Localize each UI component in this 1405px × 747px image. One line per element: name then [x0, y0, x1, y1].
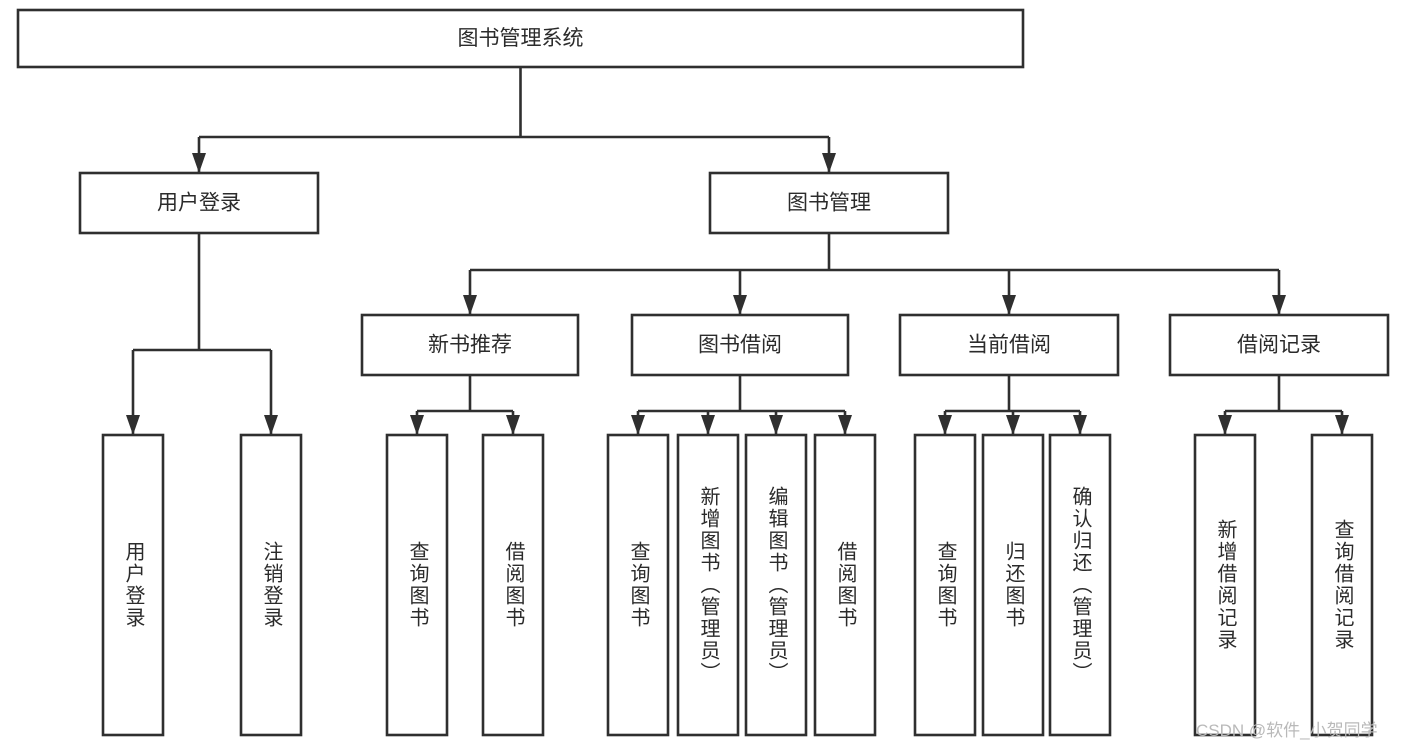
- node-root-label: 图书管理系统: [458, 27, 584, 50]
- arrowhead-user-login-to-leaf-user-login: [126, 415, 140, 435]
- node-new-book-rec[interactable]: [360, 313, 580, 377]
- arrowhead-book-manage-to-borrow-records: [1272, 295, 1286, 315]
- node-leaf-confirm-return[interactable]: [1048, 433, 1112, 737]
- node-leaf-query-book-cur[interactable]: [913, 433, 977, 737]
- arrowhead-new-book-rec-to-leaf-borrow-book-rec: [506, 415, 520, 435]
- arrowhead-current-borrow-to-leaf-query-book-cur: [938, 415, 952, 435]
- node-leaf-query-book-bor[interactable]: [606, 433, 670, 737]
- arrowhead-book-manage-to-new-book-rec: [463, 295, 477, 315]
- arrowhead-current-borrow-to-leaf-return-book: [1006, 415, 1020, 435]
- arrowhead-book-borrow-to-leaf-borrow-book-bor: [838, 415, 852, 435]
- node-leaf-return-book[interactable]: [981, 433, 1045, 737]
- node-book-manage[interactable]: [708, 171, 950, 235]
- node-leaf-add-book[interactable]: [676, 433, 740, 737]
- csdn-watermark: CSDN @软件_小贺同学: [1196, 721, 1378, 740]
- node-book-manage-label: 图书管理: [787, 192, 871, 215]
- node-leaf-query-borrow-rec[interactable]: [1310, 433, 1374, 737]
- node-current-borrow-label: 当前借阅: [967, 334, 1051, 357]
- node-user-login[interactable]: [78, 171, 320, 235]
- node-user-login-label: 用户登录: [157, 192, 241, 215]
- boxes-layer: [16, 8, 1390, 737]
- node-borrow-records[interactable]: [1168, 313, 1390, 377]
- node-root[interactable]: [16, 8, 1025, 69]
- arrowhead-borrow-records-to-leaf-query-borrow-rec: [1335, 415, 1349, 435]
- arrowhead-root-to-user-login: [192, 153, 206, 173]
- arrowhead-current-borrow-to-leaf-confirm-return: [1073, 415, 1087, 435]
- node-borrow-records-label: 借阅记录: [1237, 334, 1321, 357]
- arrowhead-user-login-to-leaf-user-logout: [264, 415, 278, 435]
- node-leaf-user-login[interactable]: [101, 433, 165, 737]
- node-new-book-rec-label: 新书推荐: [428, 334, 512, 357]
- connectors-layer: [126, 67, 1349, 435]
- node-leaf-add-borrow-rec[interactable]: [1193, 433, 1257, 737]
- node-current-borrow[interactable]: [898, 313, 1120, 377]
- node-leaf-query-book-rec[interactable]: [385, 433, 449, 737]
- arrowhead-book-borrow-to-leaf-edit-book: [769, 415, 783, 435]
- node-leaf-borrow-book-rec[interactable]: [481, 433, 545, 737]
- node-book-borrow-label: 图书借阅: [698, 334, 782, 357]
- arrowhead-book-manage-to-current-borrow: [1002, 295, 1016, 315]
- node-leaf-user-logout[interactable]: [239, 433, 303, 737]
- arrowhead-new-book-rec-to-leaf-query-book-rec: [410, 415, 424, 435]
- arrowhead-root-to-book-manage: [822, 153, 836, 173]
- arrowhead-book-borrow-to-leaf-add-book: [701, 415, 715, 435]
- arrowhead-book-borrow-to-leaf-query-book-bor: [631, 415, 645, 435]
- node-book-borrow[interactable]: [630, 313, 850, 377]
- arrowhead-borrow-records-to-leaf-add-borrow-rec: [1218, 415, 1232, 435]
- node-leaf-edit-book[interactable]: [744, 433, 808, 737]
- node-leaf-borrow-book-bor[interactable]: [813, 433, 877, 737]
- arrowhead-book-manage-to-book-borrow: [733, 295, 747, 315]
